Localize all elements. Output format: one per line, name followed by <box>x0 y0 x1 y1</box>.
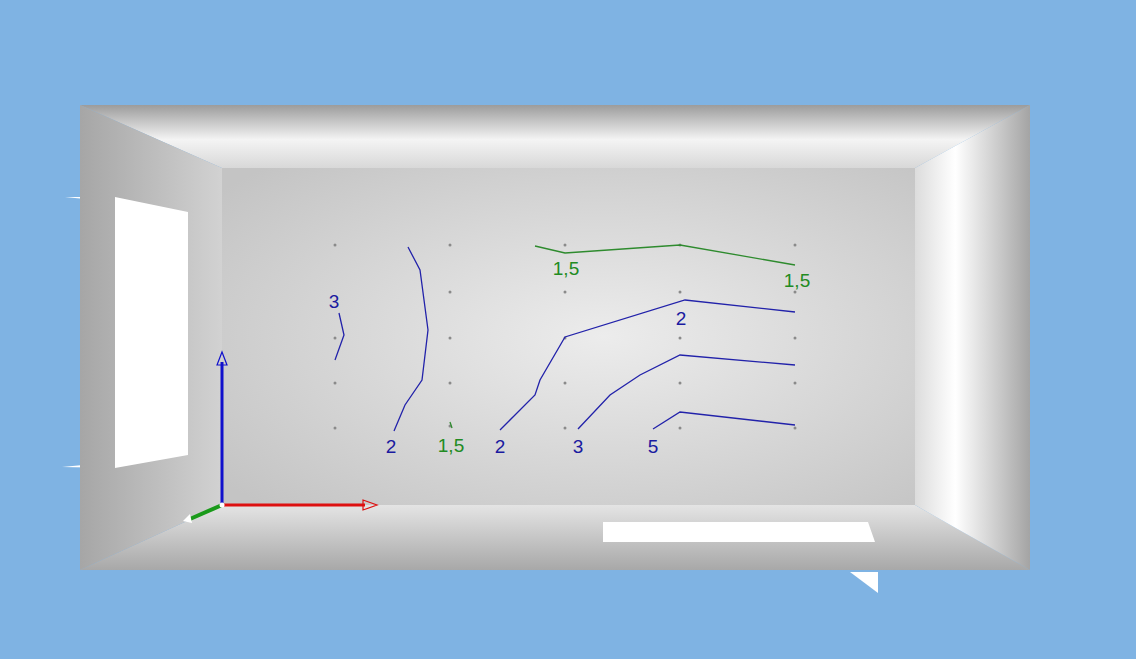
contour-value: 1,5 <box>438 436 464 455</box>
axis-arrowhead <box>363 500 377 510</box>
back-wall <box>222 168 915 505</box>
axes <box>183 352 377 523</box>
axis-origin <box>220 503 225 508</box>
floor <box>80 505 1030 570</box>
contour-line <box>394 247 428 431</box>
x-axis <box>222 504 365 507</box>
contour-line <box>335 313 344 360</box>
contour-value: 3 <box>573 437 584 456</box>
axis-arrowhead <box>217 352 227 365</box>
axis-arrowhead <box>183 514 192 523</box>
left-wall <box>80 105 222 570</box>
window <box>115 197 188 468</box>
contour-value: 2 <box>495 437 506 456</box>
contour-line <box>500 300 795 430</box>
z-axis <box>221 362 224 505</box>
contour-lines <box>335 245 795 431</box>
window-frame <box>850 572 878 593</box>
window <box>603 522 875 542</box>
contour-line <box>653 412 795 429</box>
contour-line <box>450 422 452 428</box>
ceiling <box>80 105 1030 168</box>
contour-value: 3 <box>329 292 340 311</box>
y-axis <box>190 505 222 519</box>
contour-value: 1,5 <box>784 271 810 290</box>
grid-points <box>334 244 797 430</box>
contour-value: 2 <box>676 309 687 328</box>
contour-value: 2 <box>386 437 397 456</box>
contour-value: 5 <box>648 437 659 456</box>
contour-value: 1,5 <box>553 259 579 278</box>
right-wall <box>915 105 1030 570</box>
contour-line <box>578 355 795 429</box>
